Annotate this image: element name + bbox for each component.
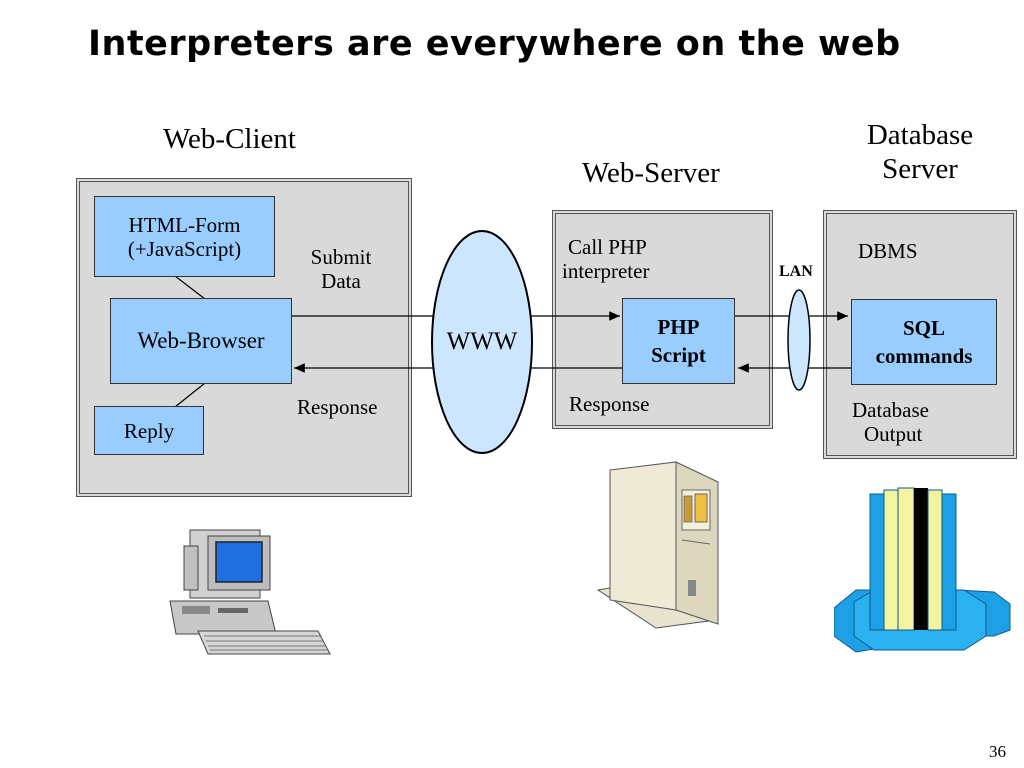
- computer-icon: [169, 529, 331, 655]
- php-script-box: PHP Script: [622, 298, 735, 384]
- database-output-line1: Database: [852, 398, 929, 422]
- web-client-heading: Web-Client: [163, 123, 296, 155]
- javascript-label: (+JavaScript): [127, 236, 242, 261]
- page-number: 36: [989, 742, 1006, 761]
- call-php-line1: Call PHP: [568, 235, 647, 259]
- database-server-heading-line1: Database: [866, 119, 974, 151]
- html-form-box: HTML-Form (+JavaScript): [94, 196, 275, 277]
- submit-data-label: Submit Data: [296, 245, 386, 293]
- reply-box: Reply: [94, 406, 204, 455]
- browser-reply-link: [174, 382, 206, 408]
- call-php-label: Call PHP interpreter: [562, 235, 649, 283]
- slide-title: Interpreters are everywhere on the web: [88, 24, 901, 64]
- lan-label: LAN: [779, 263, 813, 280]
- web-server-heading: Web-Server: [582, 157, 720, 189]
- form-browser-link: [174, 275, 206, 300]
- web-browser-box: Web-Browser: [110, 298, 292, 384]
- client-response-label: Response: [297, 395, 378, 419]
- server-response-label: Response: [569, 392, 650, 416]
- script-label: Script: [651, 343, 706, 367]
- call-php-line2: interpreter: [562, 259, 650, 283]
- sql-label: SQL: [902, 316, 946, 340]
- php-label: PHP: [657, 315, 700, 339]
- sql-commands-box: SQL commands: [851, 299, 997, 385]
- web-browser-label: Web-Browser: [137, 328, 265, 353]
- dbms-label: DBMS: [858, 239, 918, 263]
- database-server-heading-line2: Server: [882, 153, 958, 185]
- html-form-label: HTML-Form: [128, 212, 241, 237]
- www-ellipse: [431, 230, 533, 454]
- www-label: WWW: [446, 328, 518, 355]
- data-label: Data: [321, 269, 361, 293]
- database-server-heading: Database Server: [850, 118, 990, 186]
- submit-label: Submit: [310, 245, 372, 269]
- database-output-label: Database Output: [852, 398, 929, 446]
- commands-label: commands: [875, 344, 973, 368]
- server-tower-icon: [596, 461, 719, 629]
- database-output-line2: Output: [864, 422, 923, 446]
- lan-ellipse: [787, 289, 811, 391]
- reply-label: Reply: [123, 418, 175, 443]
- database-server-icon: [834, 487, 1011, 653]
